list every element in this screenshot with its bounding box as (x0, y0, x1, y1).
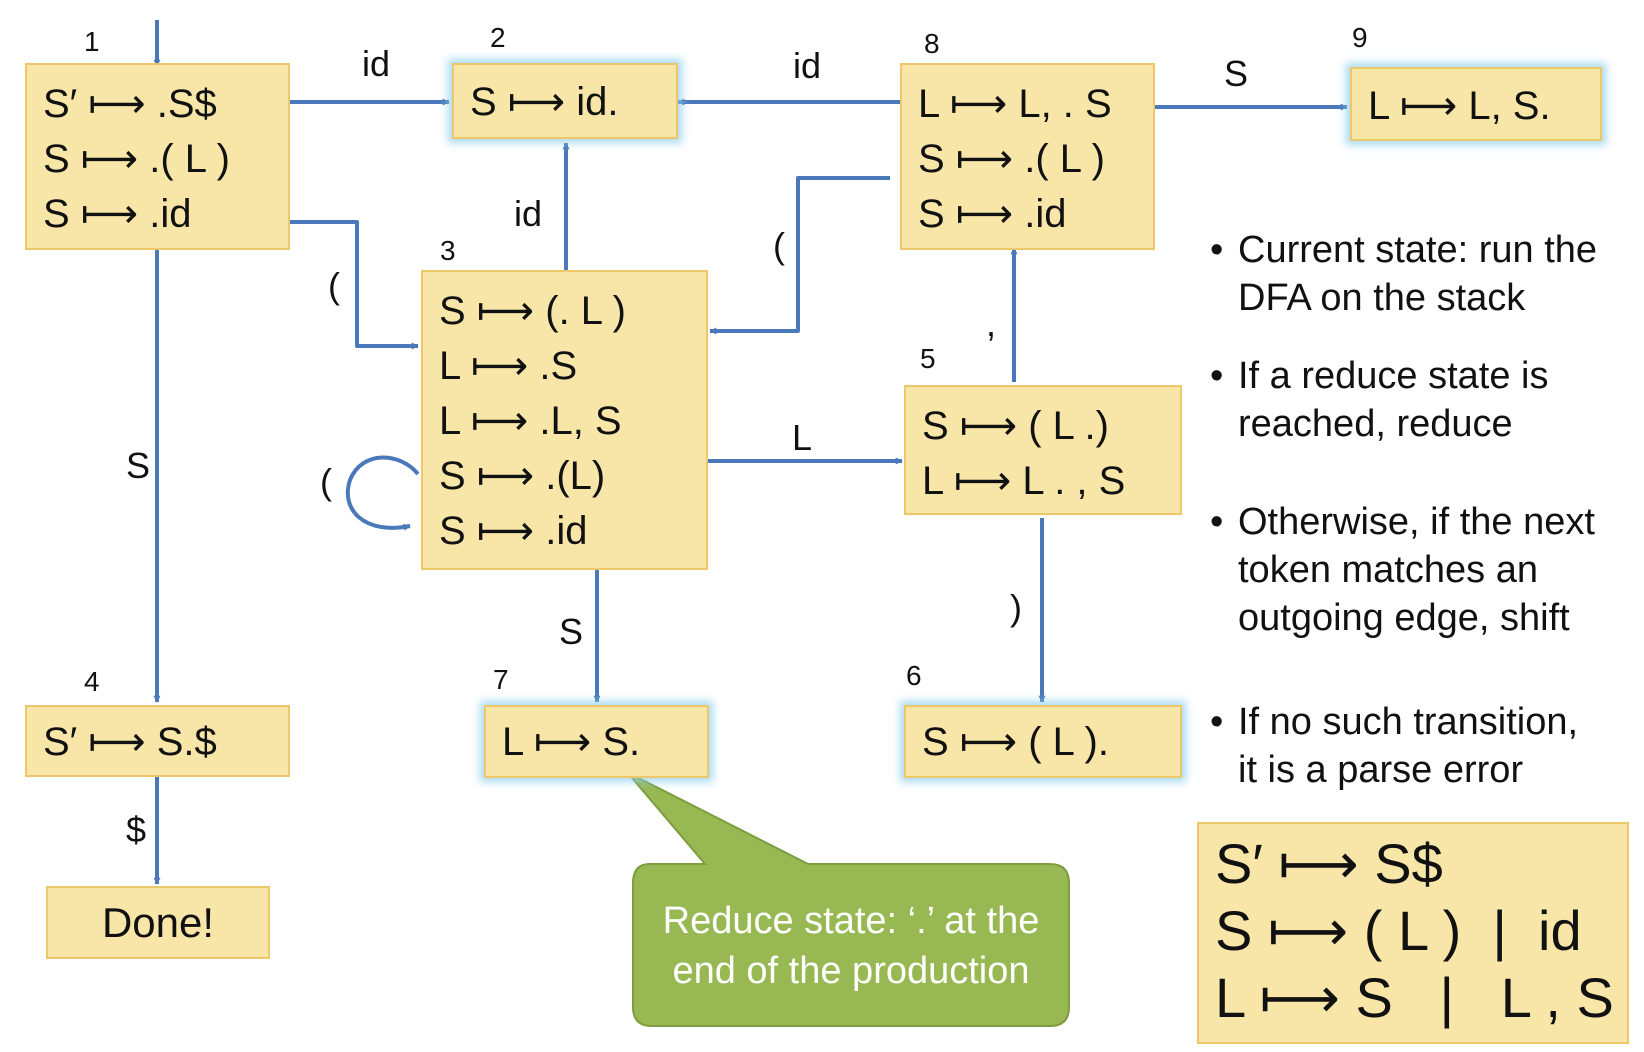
state-7-box: L ⟼ S. (484, 705, 709, 778)
state-3-box: S ⟼ (. L ) L ⟼ .S L ⟼ .L, S S ⟼ .(L) S ⟼… (421, 270, 708, 570)
state-9-box: L ⟼ L, S. (1350, 67, 1602, 141)
state-6-box: S ⟼ ( L ). (904, 705, 1182, 778)
state-5-item: S ⟼ ( L .) (922, 404, 1109, 448)
state-5-box: S ⟼ ( L .) L ⟼ L . , S (904, 385, 1182, 515)
state-1-item: S′ ⟼ .S$ (43, 82, 217, 126)
edge-label-3-5: L (792, 417, 813, 458)
state-2-item: S ⟼ id. (470, 80, 619, 124)
bullet-icon: • (1210, 701, 1224, 743)
state-6-item: S ⟼ ( L ). (922, 720, 1109, 764)
grammar-rule: S ⟼ ( L ) | id (1215, 899, 1582, 962)
note-line: DFA on the stack (1238, 277, 1526, 319)
state-7-item: L ⟼ S. (502, 720, 641, 764)
bullet-icon: • (1210, 501, 1224, 543)
state-8-item: L ⟼ L, . S (918, 82, 1112, 126)
edge-1-3-paren (290, 220, 419, 350)
grammar-box: S′ ⟼ S$ S ⟼ ( L ) | id L ⟼ S | L , S (1197, 822, 1629, 1044)
state-8-item: S ⟼ .id (918, 192, 1067, 236)
note-item: • If a reduce state is reached, reduce (1210, 352, 1640, 448)
state-1-box: S′ ⟼ .S$ S ⟼ .( L ) S ⟼ .id (25, 63, 290, 250)
state-3-item: S ⟼ .(L) (439, 454, 606, 498)
state-1-number: 1 (84, 26, 100, 57)
edge-label-4-done: $ (126, 809, 147, 850)
state-5-number: 5 (920, 343, 936, 374)
note-line: Otherwise, if the next (1238, 501, 1595, 543)
state-3-number: 3 (440, 235, 456, 266)
note-line: it is a parse error (1238, 749, 1524, 791)
note-line: reached, reduce (1238, 403, 1513, 445)
state-6-number: 6 (906, 660, 922, 691)
state-9-item: L ⟼ L, S. (1368, 84, 1551, 128)
edge-label-3-3: ( (320, 461, 332, 502)
state-8-number: 8 (924, 28, 940, 59)
note-item: • Current state: run the DFA on the stac… (1210, 226, 1640, 322)
state-5-item: L ⟼ L . , S (922, 459, 1126, 503)
edge-8-3-paren (709, 176, 890, 335)
state-3-item: L ⟼ .S (439, 344, 578, 388)
note-line: outgoing edge, shift (1238, 597, 1570, 639)
note-line: Current state: run the (1238, 229, 1598, 271)
state-4-item: S′ ⟼ S.$ (43, 720, 217, 764)
callout-text: Reduce state: ‘.’ at the end of the prod… (633, 896, 1069, 996)
edge-label-5-6: ) (1010, 587, 1022, 628)
edge-label-5-8: , (986, 303, 997, 344)
state-1-item: S ⟼ .id (43, 192, 192, 236)
state-4-box: S′ ⟼ S.$ (25, 705, 290, 777)
edge-label-3-2: id (514, 193, 543, 234)
state-8-item: S ⟼ .( L ) (918, 137, 1105, 181)
grammar-rule: S′ ⟼ S$ (1215, 832, 1443, 895)
edge-label-3-7: S (559, 611, 584, 652)
note-line: If a reduce state is (1238, 355, 1549, 397)
done-box: Done! (46, 886, 270, 959)
edge-label-1-3: ( (328, 265, 340, 306)
state-2-number: 2 (490, 22, 506, 53)
note-item: • Otherwise, if the next token matches a… (1210, 498, 1640, 642)
edge-3-3-loop (345, 455, 420, 531)
note-line: If no such transition, (1238, 701, 1579, 743)
state-3-item: S ⟼ (. L ) (439, 289, 626, 333)
edge-label-8-2: id (793, 45, 822, 86)
state-9-number: 9 (1352, 22, 1368, 53)
state-7-number: 7 (493, 664, 509, 695)
edge-label-8-9: S (1224, 53, 1249, 94)
callout-shape (626, 771, 1070, 1027)
callout-line: end of the production (672, 950, 1030, 992)
state-2-box: S ⟼ id. (452, 63, 678, 139)
note-line: token matches an (1238, 549, 1538, 591)
state-3-item: L ⟼ .L, S (439, 399, 622, 443)
grammar-rule: L ⟼ S | L , S (1215, 966, 1614, 1029)
bullet-icon: • (1210, 229, 1224, 271)
bullet-icon: • (1210, 355, 1224, 397)
edge-label-1-2: id (362, 43, 391, 84)
state-3-item: S ⟼ .id (439, 509, 588, 553)
state-1-item: S ⟼ .( L ) (43, 137, 230, 181)
note-item: • If no such transition, it is a parse e… (1210, 698, 1640, 794)
edge-label-8-3: ( (773, 225, 785, 266)
state-8-box: L ⟼ L, . S S ⟼ .( L ) S ⟼ .id (900, 63, 1155, 250)
edge-label-1-4: S (126, 445, 151, 486)
callout-line: Reduce state: ‘.’ at the (662, 900, 1040, 942)
state-4-number: 4 (84, 666, 100, 697)
